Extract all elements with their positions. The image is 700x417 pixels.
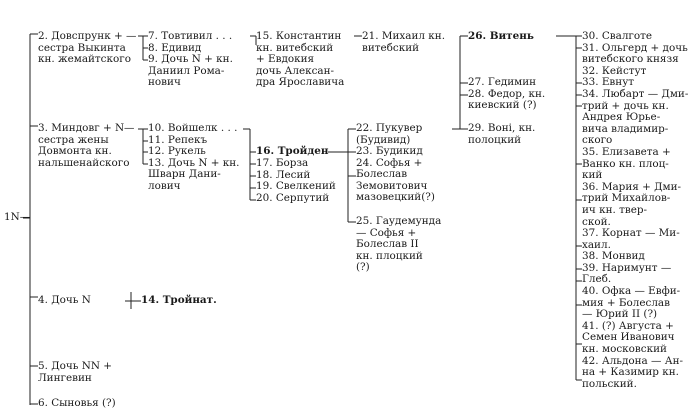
connector-16 (328, 128, 356, 223)
connector-root (23, 33, 38, 405)
group-7-9: 7. Товтивил . . . 8. Едивид 9. Дочь N + … (148, 30, 233, 89)
connector-2 (138, 35, 148, 61)
connector-7 (250, 35, 257, 45)
node-14-troynat: 14. Тройнат. (141, 294, 217, 306)
connector-10 (243, 128, 256, 201)
group-27-28: 27. Гедимин 28. Федор, кн. киевский (?) (468, 76, 546, 112)
node-26-viten: 26. Витень (468, 30, 534, 42)
node-3-mindovg: 3. Миндовг + N— сестра жены Довмонта кн.… (38, 122, 135, 169)
group-23-24: 23. Будикид 24. Софья + Болеслав Земовит… (356, 145, 435, 204)
node-22-pukuver: 22. Пукувер (Будивид) (356, 122, 423, 146)
group-10-13: 10. Войшелк . . . 11. Репекъ 12. Рукель … (148, 122, 240, 192)
group-30-42: 30. Свалготе 31. Ольгерд + дочь витебско… (582, 30, 689, 390)
node-21-mikhail: 21. Михаил кн. витебский (362, 30, 445, 54)
connector-3 (138, 128, 148, 165)
node-2-dovsprunk: 2. Довспрунк + — сестра Выкинта кн. жема… (38, 30, 137, 66)
node-15-konstantin: 15. Константин кн. витебский + Евдокия д… (256, 30, 345, 89)
connector-4 (125, 292, 141, 309)
root-node: 1N— (4, 211, 31, 223)
connector-22 (452, 35, 468, 130)
node-16-troyden: 16. Тройден (256, 145, 329, 157)
node-4-daughter: 4. Дочь N (38, 294, 91, 306)
connector-26 (556, 35, 582, 381)
node-29-voin: 29. Вонi, кн. полоцкий (468, 122, 536, 146)
group-17-20: 17. Борза 18. Лесий 19. Свелкений 20. Се… (256, 157, 336, 204)
node-5-daughter-nn: 5. Дочь NN + Лингевин (38, 360, 112, 384)
node-25-gaudemunda: 25. Гаудемунда — Софья + Болеслав II кн.… (356, 215, 442, 274)
node-6-sons: 6. Сыновья (?) (38, 397, 116, 409)
